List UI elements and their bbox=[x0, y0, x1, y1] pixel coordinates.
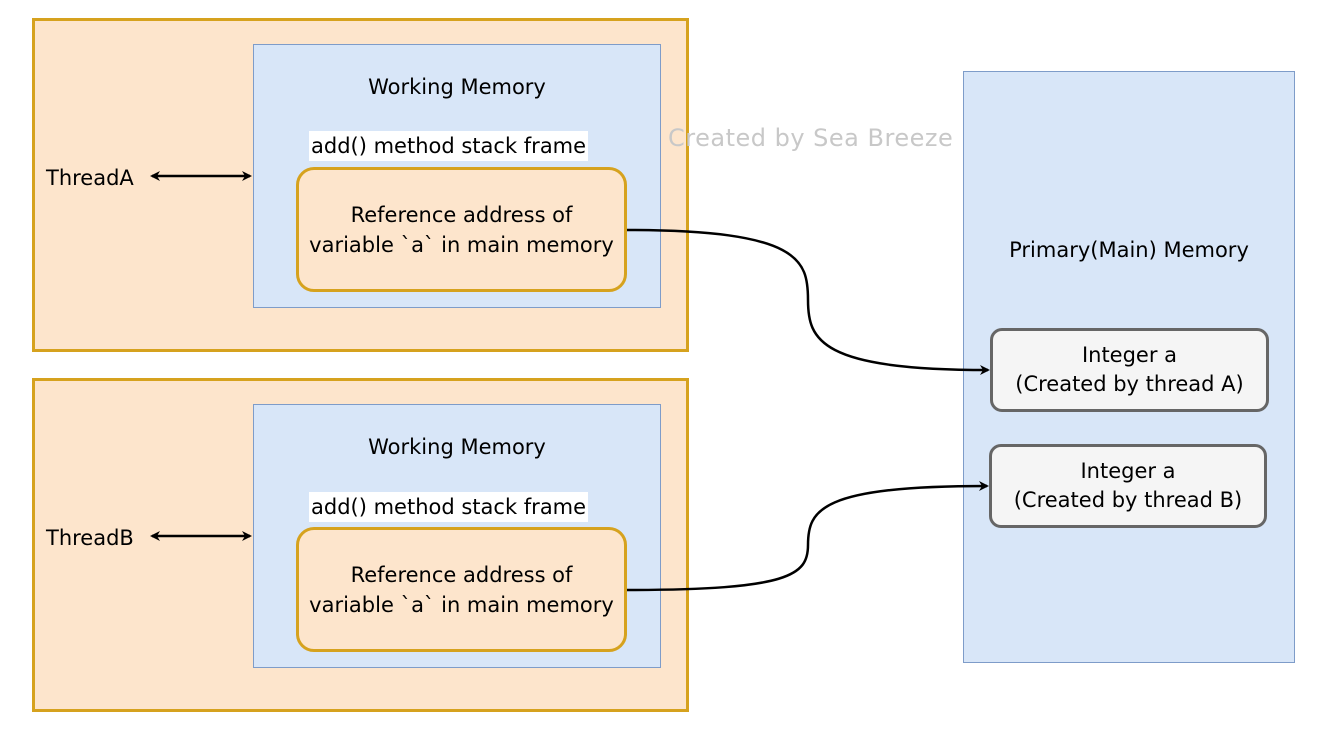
watermark-text: Created by Sea Breeze bbox=[668, 124, 954, 152]
thread-b-working-memory-title: Working Memory bbox=[368, 435, 546, 459]
integer-a-thread-a-box: Integer a (Created by thread A) bbox=[990, 328, 1269, 412]
thread-a-stack-frame-label: add() method stack frame bbox=[309, 131, 589, 161]
main-memory-title: Primary(Main) Memory bbox=[1009, 238, 1249, 262]
thread-a-working-memory-title: Working Memory bbox=[368, 75, 546, 99]
thread-a-reference-box: Reference address of variable `a` in mai… bbox=[296, 167, 627, 292]
integer-a-thread-b-box: Integer a (Created by thread B) bbox=[989, 444, 1267, 528]
thread-b-label: ThreadB bbox=[46, 526, 134, 550]
thread-b-stack-frame-label: add() method stack frame bbox=[309, 492, 589, 522]
thread-a-label: ThreadA bbox=[46, 166, 134, 190]
thread-b-reference-box: Reference address of variable `a` in mai… bbox=[296, 527, 627, 652]
